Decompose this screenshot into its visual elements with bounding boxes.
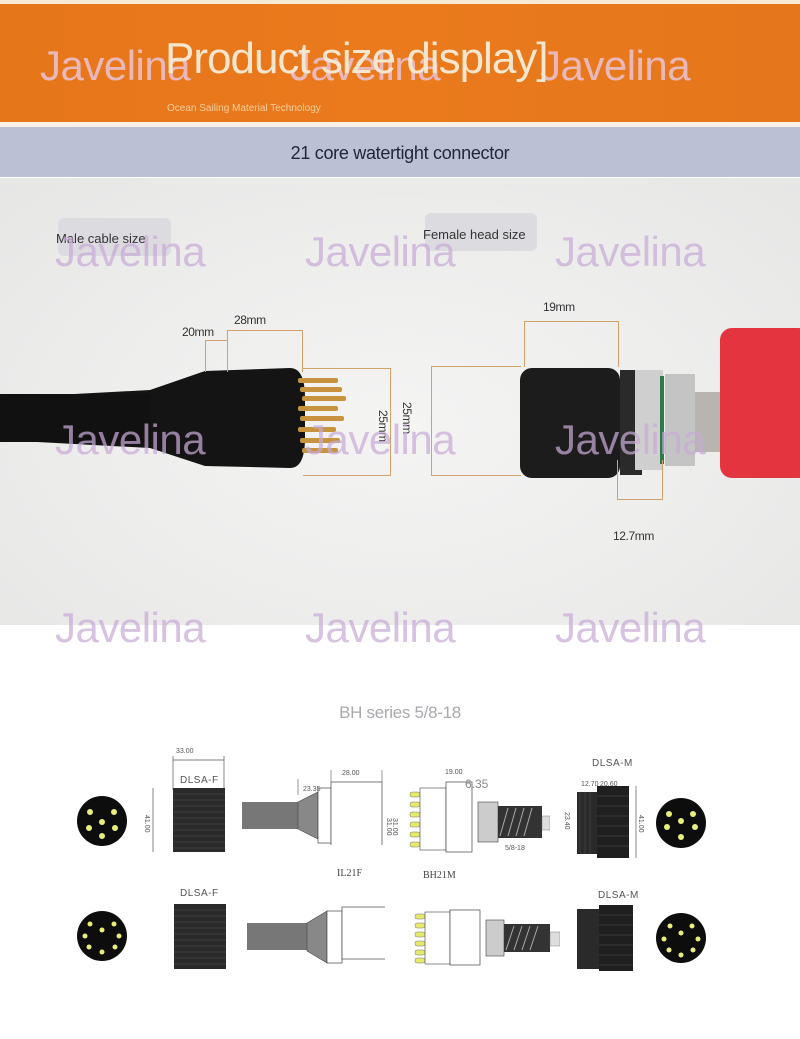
male-pinout-icon <box>656 798 706 848</box>
dlsa-m-label-2: DLSA-M <box>598 890 639 901</box>
banner-title: Product size display] <box>165 34 549 83</box>
top-strip <box>0 0 800 4</box>
dim-28: 28.00 <box>342 770 360 777</box>
watermark: Javelina <box>305 228 456 275</box>
dim-19: 19.00 <box>445 769 463 776</box>
male-pinout-icon-21 <box>656 913 706 963</box>
watermark: Javelina <box>555 604 706 651</box>
dim-bracket <box>303 368 391 476</box>
banner-subtitle: Ocean Sailing Material Technology <box>167 103 321 114</box>
dlsa-m-cap-drawing-2 <box>577 905 633 971</box>
watermark: Javelina <box>55 604 206 651</box>
dim-bracket <box>227 330 303 372</box>
female-connector-image <box>520 328 800 478</box>
dim-23-40: 23.40 <box>563 812 570 830</box>
plug-drawing-2 <box>247 906 385 964</box>
watermark: Javelina <box>40 42 191 89</box>
watermark: Javelina <box>540 42 691 89</box>
dlsa-f-cap-drawing <box>152 756 225 852</box>
product-photo: Male cable size Female head size 20mm 28… <box>0 178 800 625</box>
dlsa-f-label: DLSA-F <box>180 775 219 786</box>
watermark: Javelina <box>555 228 706 275</box>
female-label-pill <box>425 213 537 251</box>
dim-20mm: 20mm <box>182 325 214 339</box>
dlsa-f-label-2: DLSA-F <box>180 888 219 899</box>
dim-bracket <box>431 366 521 476</box>
watermark: Javelina <box>555 416 706 463</box>
dim-28mm: 28mm <box>234 313 266 327</box>
female-pinout-icon-21 <box>77 911 127 961</box>
female-pinout-icon <box>77 796 127 846</box>
dim-6-35: 6.35 <box>465 777 489 791</box>
watermark: Javelina <box>290 42 441 89</box>
male-connector-image <box>0 368 346 468</box>
dim-41: 41.00 <box>143 815 150 833</box>
dim-12-70: 12.70 <box>581 781 599 788</box>
bh21m-bulkhead-drawing <box>409 781 550 853</box>
dim-bracket <box>205 340 228 372</box>
diagram-title: BH series 5/8-18 <box>339 703 461 722</box>
dim-12-7mm: 12.7mm <box>613 529 654 543</box>
watermark: Javelina <box>305 416 456 463</box>
thread-5-8-18: 5/8-18 <box>505 845 525 852</box>
il21f-plug-drawing <box>242 770 383 845</box>
banner-divider <box>0 122 800 127</box>
dlsa-f-cap-drawing-2 <box>174 904 226 969</box>
dim-41-m: 41.00 <box>637 815 644 833</box>
dlsa-m-label: DLSA-M <box>592 758 633 769</box>
dim-23-35: 23.35 <box>303 786 321 793</box>
subheader-title: 21 core watertight connector <box>290 143 510 163</box>
dim-20-60: 20.60 <box>600 781 618 788</box>
watermark: Javelina <box>55 416 206 463</box>
dim-bracket <box>524 321 619 367</box>
banner: Javelina Javelina Javelina Product size … <box>0 4 800 122</box>
dlsa-m-cap-drawing <box>577 786 637 858</box>
female-head-label: Female head size <box>423 227 526 242</box>
watermark: Javelina <box>55 228 206 275</box>
watermark: Javelina <box>305 604 456 651</box>
dim-31-bh: 31.00 <box>391 818 398 836</box>
male-label-pill <box>58 218 171 256</box>
bulkhead-drawing-2 <box>414 909 560 966</box>
male-cable-label: Male cable size <box>56 231 146 246</box>
il21f-label: IL21F <box>337 868 362 879</box>
subheader: 21 core watertight connector <box>0 127 800 177</box>
bh21m-label: BH21M <box>423 870 456 881</box>
dim-bracket <box>617 460 663 500</box>
dim-33: 33.00 <box>176 748 194 755</box>
dim-19mm: 19mm <box>543 300 575 314</box>
